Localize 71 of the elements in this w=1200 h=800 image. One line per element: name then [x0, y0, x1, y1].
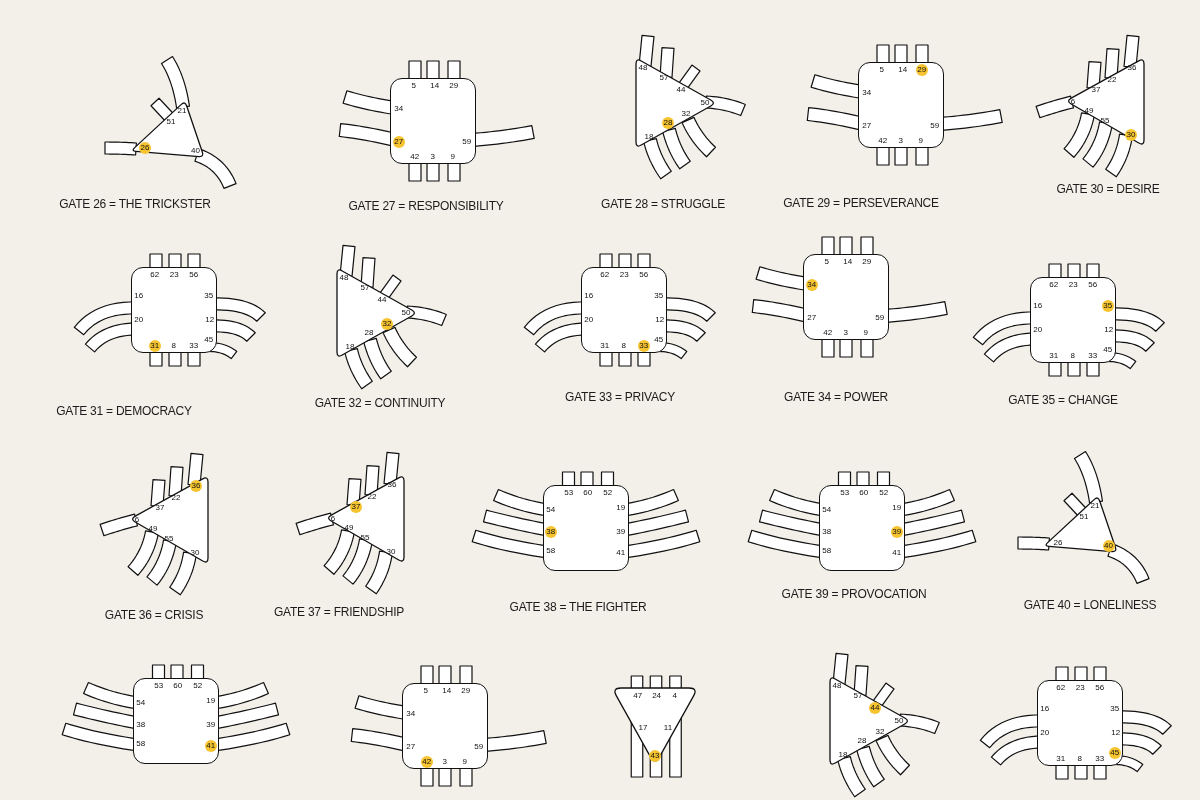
gate-caption: GATE 38 = THE FIGHTER	[509, 601, 647, 613]
gate-number: 20	[1040, 728, 1050, 737]
gate-number: 28	[857, 737, 867, 745]
gate-number: 60	[859, 488, 869, 497]
gate-number: 8	[1077, 754, 1082, 763]
gate-number: 58	[822, 546, 832, 555]
gate-caption: GATE 28 = STRUGGLE	[601, 198, 725, 210]
gate-number: 29	[461, 686, 471, 695]
gate-number: 56	[1095, 683, 1105, 692]
gate-number: 19	[616, 503, 626, 512]
gate-number: 58	[136, 739, 146, 748]
gate-number: 48	[832, 681, 842, 690]
gate-number: 39	[616, 527, 626, 536]
gate-number: 39	[206, 720, 216, 729]
gate-number: 53	[840, 488, 850, 497]
gate-number: 14	[442, 686, 452, 695]
gate-number: 41	[892, 548, 902, 557]
gate-number: 38	[136, 720, 146, 729]
gate-caption: GATE 30 = DESIRE	[1056, 183, 1160, 195]
gate-number: 52	[879, 488, 889, 497]
gate-number: 16	[1040, 704, 1050, 713]
gate-number: 12	[1111, 728, 1121, 737]
gate-caption: GATE 31 = DEMOCRACY	[56, 405, 192, 417]
gate-number: 38	[822, 527, 832, 536]
gate-number: 3	[442, 757, 447, 766]
gate-number: 54	[822, 505, 832, 514]
gate-caption: GATE 33 = PRIVACY	[565, 391, 675, 403]
gate-number: 54	[546, 505, 556, 514]
gate-caption: GATE 36 = CRISIS	[104, 609, 204, 621]
gate-number: 60	[583, 488, 593, 497]
gate-number: 59	[474, 742, 484, 751]
gate-number: 34	[406, 709, 416, 718]
gate-number: 19	[206, 696, 216, 705]
gate-number: 54	[136, 698, 146, 707]
gate-caption: GATE 40 = LONELINESS	[1023, 599, 1157, 611]
gate-number: 33	[1095, 754, 1105, 763]
gate-number: 24	[652, 692, 662, 700]
gate-number: 52	[193, 681, 203, 690]
gate-caption: GATE 29 = PERSEVERANCE	[783, 197, 939, 209]
gate-number: 21	[1090, 501, 1100, 510]
gate-number: 51	[1079, 512, 1089, 521]
gate-caption: GATE 32 = CONTINUITY	[314, 397, 446, 409]
gate-number: 57	[853, 692, 863, 700]
gate-number: 60	[173, 681, 183, 690]
gate-caption: GATE 37 = FRIENDSHIP	[274, 606, 404, 618]
gate-number: 50	[894, 716, 904, 725]
gate-caption: GATE 39 = PROVOCATION	[781, 588, 927, 600]
gate-number: 32	[875, 728, 885, 736]
gate-number: 58	[546, 546, 556, 555]
gate-number: 62	[1056, 683, 1066, 692]
gate-number: 4	[672, 692, 677, 700]
gate-number: 26	[1053, 538, 1063, 547]
gate-number: 31	[1056, 754, 1066, 763]
gate-caption: GATE 34 = POWER	[784, 391, 888, 403]
gate-number: 53	[564, 488, 574, 497]
gate-number: 23	[1075, 683, 1085, 692]
gate-caption: GATE 27 = RESPONSIBILITY	[348, 200, 504, 212]
gate-number: 17	[638, 724, 648, 732]
gate-caption: GATE 35 = CHANGE	[1008, 394, 1118, 406]
gate-number: 9	[462, 757, 467, 766]
gate-number: 35	[1110, 704, 1120, 713]
gate-number: 18	[838, 751, 848, 759]
gate-caption: GATE 26 = THE TRICKSTER	[59, 198, 211, 210]
gate-number: 47	[633, 692, 643, 700]
gate-number: 5	[423, 686, 428, 695]
gate-number: 53	[154, 681, 164, 690]
gate-number: 19	[892, 503, 902, 512]
gate-number: 27	[406, 742, 416, 751]
gate-number: 11	[663, 724, 673, 732]
gate-number: 52	[603, 488, 613, 497]
gate-number: 41	[616, 548, 626, 557]
